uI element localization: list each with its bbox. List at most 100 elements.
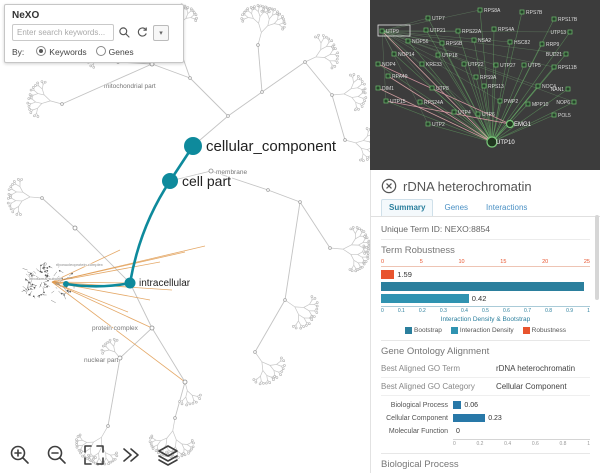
search-by-genes[interactable]: Genes	[87, 46, 134, 57]
gene-node[interactable]	[563, 51, 569, 57]
gene-node[interactable]	[507, 39, 513, 45]
unique-term-id-label: Unique Term ID:	[381, 224, 443, 234]
gene-node[interactable]	[391, 51, 397, 57]
gene-label: EMG1	[514, 122, 532, 128]
gene-node[interactable]	[551, 112, 557, 118]
gene-label: UTP7	[432, 16, 445, 22]
gene-node[interactable]	[551, 16, 557, 22]
close-icon[interactable]	[381, 178, 397, 194]
gene-node[interactable]	[505, 119, 515, 129]
gene-node[interactable]	[571, 99, 577, 105]
gene-node[interactable]	[471, 37, 477, 43]
gene-label: RPS11B	[558, 65, 577, 71]
gene-node[interactable]	[425, 121, 431, 127]
gene-node[interactable]	[417, 99, 423, 105]
gene-node[interactable]	[461, 61, 467, 67]
go-bar	[453, 401, 462, 409]
term-node[interactable]	[162, 173, 178, 189]
gene-node[interactable]	[491, 26, 497, 32]
gene-node[interactable]	[375, 61, 381, 67]
gene-node[interactable]	[419, 61, 425, 67]
search-icon[interactable]	[117, 25, 132, 40]
gene-node[interactable]	[486, 136, 498, 148]
go-alignment-heading: Gene Ontology Alignment	[381, 340, 590, 357]
gene-label: MPP10	[532, 102, 549, 108]
layers-button[interactable]	[156, 443, 180, 467]
gene-node[interactable]	[567, 29, 573, 35]
gene-label: NOP4	[382, 62, 396, 68]
gene-node[interactable]	[565, 86, 571, 92]
bar-value-label: 0.42	[471, 294, 487, 303]
advanced-options-icon[interactable]: ▾	[153, 24, 169, 41]
gene-label: NAN1	[551, 87, 565, 93]
gene-label: UTP8	[436, 86, 449, 92]
search-by-keywords[interactable]: Keywords	[27, 46, 87, 57]
gene-node[interactable]	[521, 62, 527, 68]
gene-node[interactable]	[455, 28, 461, 34]
legend-swatch-icon	[405, 327, 412, 334]
fit-screen-button[interactable]	[82, 443, 106, 467]
tree-toolbar	[8, 443, 180, 467]
radio-icon[interactable]	[95, 46, 106, 56]
go-value-label: 0.06	[464, 401, 479, 409]
gene-node[interactable]	[423, 27, 429, 33]
gene-node[interactable]	[525, 101, 531, 107]
zoom-out-button[interactable]	[45, 443, 69, 467]
gene-node[interactable]	[385, 73, 391, 79]
gene-label: RPS22A	[462, 29, 482, 35]
tab-interactions[interactable]: Interactions	[486, 203, 528, 212]
gene-node[interactable]	[379, 28, 385, 34]
gene-node[interactable]	[405, 38, 411, 44]
radio-icon[interactable]	[36, 46, 47, 56]
expand-depth-button[interactable]	[119, 443, 143, 467]
gene-node[interactable]	[535, 83, 541, 89]
interaction-density-bar	[381, 294, 469, 303]
gene-node[interactable]	[383, 98, 389, 104]
gene-node[interactable]	[497, 98, 503, 104]
reset-icon[interactable]	[135, 25, 150, 40]
zoom-in-button[interactable]	[8, 443, 32, 467]
selected-gene-box	[377, 24, 411, 37]
term-label-small: protein complex	[92, 325, 139, 332]
gene-node[interactable]	[473, 74, 479, 80]
scrollbar-thumb[interactable]	[595, 215, 599, 300]
gene-label: RPS7B	[526, 10, 543, 16]
tab-summary[interactable]: Summary	[381, 199, 434, 216]
bottom-axis-caption: Interaction Density & Bootstrap	[440, 316, 531, 323]
gene-node[interactable]	[551, 64, 557, 70]
gene-node[interactable]	[493, 62, 499, 68]
bootstrap-bar	[381, 282, 584, 291]
gene-node[interactable]	[539, 41, 545, 47]
orange-edge	[51, 281, 153, 329]
gene-node[interactable]	[477, 7, 483, 13]
alignment-row-value: Cellular Component	[495, 382, 567, 391]
zoom-out-icon	[47, 445, 66, 464]
gene-node[interactable]	[519, 9, 525, 15]
tab-genes[interactable]: Genes	[444, 203, 469, 212]
gene-node[interactable]	[481, 83, 487, 89]
gene-node[interactable]	[425, 15, 431, 21]
term-label-tiny: ribonucleoprotein complex	[56, 262, 103, 267]
gene-node[interactable]	[429, 85, 435, 91]
term-node[interactable]	[124, 277, 136, 289]
gene-label: NSA2	[478, 38, 491, 44]
go-category-label: Cellular Component	[386, 414, 448, 422]
gene-node[interactable]	[375, 85, 381, 91]
search-input[interactable]	[12, 24, 114, 41]
bar-value-label: 1.59	[397, 270, 412, 279]
gene-node[interactable]	[439, 40, 445, 46]
term-node[interactable]	[184, 137, 202, 155]
gene-node[interactable]	[475, 111, 481, 117]
term-label-small: nuclear part	[84, 357, 119, 364]
gene-node[interactable]	[435, 52, 441, 58]
gene-node[interactable]	[451, 109, 457, 115]
